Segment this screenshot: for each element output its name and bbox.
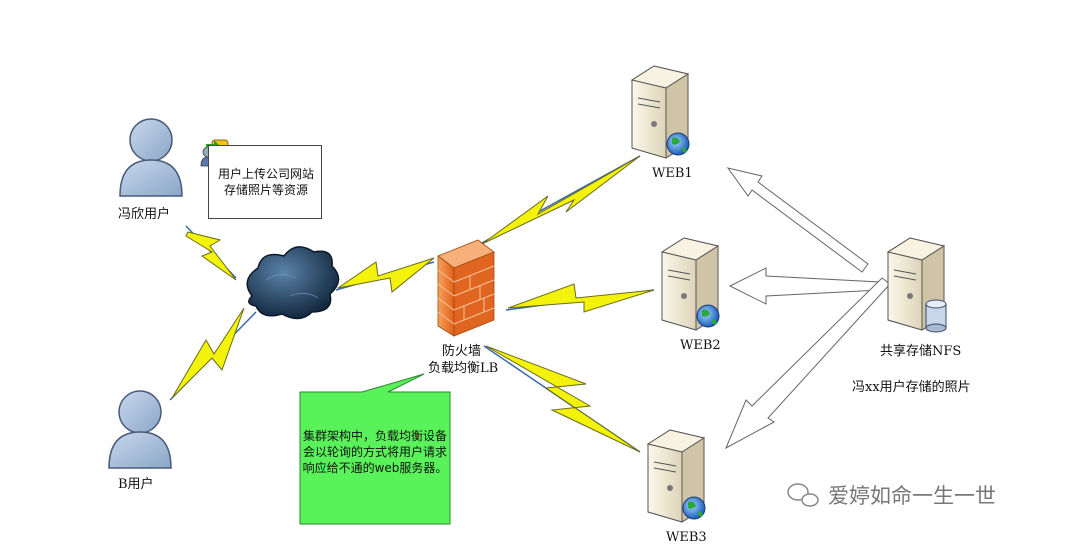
cluster-note-text: 集群架构中，负载均衡设备会以轮询的方式将用户请求响应给不通的web服务器。 (302, 429, 448, 475)
wechat-icon (787, 483, 819, 507)
lightning-bolt-icon (171, 307, 245, 399)
web2-label: WEB2 (680, 338, 721, 353)
load-balancer-label: 负载均衡LB (428, 361, 499, 376)
user-b-icon (108, 390, 172, 469)
firewall-label: 防火墙 (442, 344, 482, 359)
web1-server-icon (630, 65, 690, 159)
upload-note-text: 用户上传公司网站存储照片等资源 (217, 167, 314, 197)
lightning-bolt-icon (185, 231, 237, 281)
watermark-text: 爱婷如命一生一世 (828, 484, 996, 508)
user-a-label: 冯欣用户 (118, 207, 171, 222)
arrow-nfs-to-web3 (724, 277, 891, 450)
web2-server-icon (660, 237, 720, 331)
lightning-bolt-icon (485, 345, 641, 453)
lightning-bolt-icon (481, 155, 641, 245)
firewall-icon (437, 239, 495, 337)
user-a-icon (119, 118, 183, 197)
upload-note-box: 用户上传公司网站存储照片等资源 (208, 145, 322, 219)
lightning-bolt-icon (337, 257, 435, 293)
arrow-nfs-to-web1 (726, 167, 869, 273)
lightning-bolt-icon (507, 283, 655, 313)
arrow-nfs-to-web2 (728, 267, 881, 305)
nfs-caption: 冯xx用户存储的照片 (852, 380, 971, 395)
web1-label: WEB1 (652, 166, 693, 181)
nfs-label: 共享存储NFS (880, 344, 962, 359)
web3-server-icon (646, 429, 706, 523)
database-icon (925, 299, 947, 333)
nfs-server-icon (886, 237, 947, 333)
cluster-note-shape (299, 373, 451, 525)
internet-cloud-icon (246, 246, 340, 320)
user-b-label: B用户 (118, 477, 154, 492)
web3-label: WEB3 (666, 530, 707, 544)
